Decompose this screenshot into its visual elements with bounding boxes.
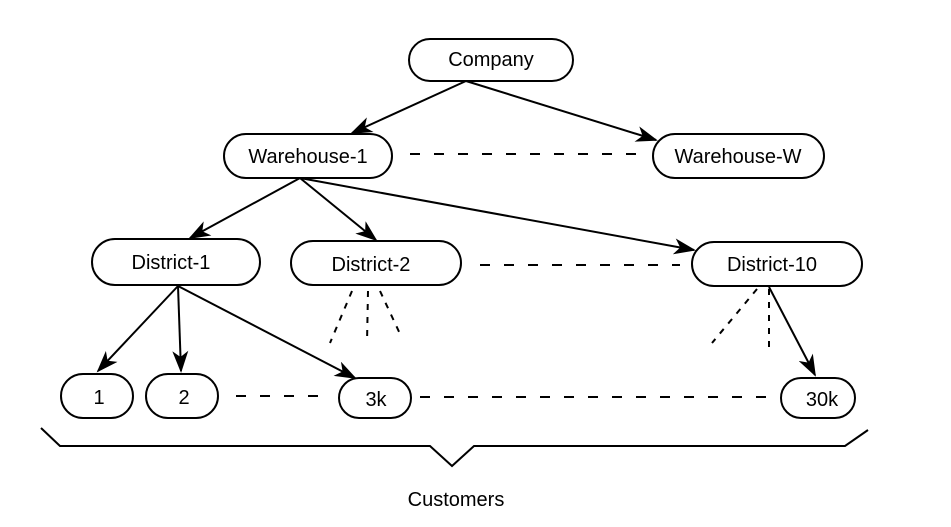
edge-warehouse-1-district-2: [299, 177, 378, 242]
node-customer-3k-label: 3k: [365, 389, 387, 411]
edge-company-warehouse-w: [465, 80, 658, 142]
node-company: Company: [408, 38, 574, 82]
edge-district-1-customer-1: [96, 285, 179, 373]
dash-district-2-left: [329, 290, 353, 344]
node-customer-1: 1: [60, 373, 134, 419]
dash-district-2-center: [366, 290, 369, 344]
edges: [96, 80, 816, 379]
dash-district-10-left: [711, 288, 758, 344]
customers-caption: Customers: [408, 489, 505, 511]
node-district-10: District-10: [691, 241, 863, 287]
dashed-connectors: [236, 153, 772, 398]
node-customer-2: 2: [145, 373, 219, 419]
node-district-10-label: District-10: [727, 254, 817, 276]
dash-district-2-right: [379, 290, 402, 337]
customers-brace: [40, 427, 869, 468]
node-warehouse-w: Warehouse-W: [652, 133, 825, 179]
edge-company-warehouse-1: [350, 80, 467, 134]
node-customer-30k: 30k: [780, 377, 856, 419]
edge-district-10-customer-30k: [768, 286, 816, 377]
node-warehouse-1: Warehouse-1: [223, 133, 393, 179]
node-district-2: District-2: [290, 240, 462, 286]
edge-district-1-customer-2: [172, 285, 189, 373]
edge-warehouse-1-district-10: [299, 177, 696, 255]
edge-district-1-customer-3k: [177, 285, 357, 379]
node-district-1: District-1: [91, 238, 261, 286]
node-warehouse-1-label: Warehouse-1: [248, 146, 367, 168]
node-customer-30k-label: 30k: [806, 389, 839, 411]
node-customer-3k: 3k: [338, 377, 412, 419]
node-warehouse-w-label: Warehouse-W: [674, 146, 801, 168]
node-customer-1-label: 1: [93, 387, 104, 409]
node-district-2-label: District-2: [332, 254, 411, 276]
node-customer-2-label: 2: [178, 387, 189, 409]
node-company-label: Company: [448, 49, 534, 71]
edge-warehouse-1-district-1: [188, 177, 301, 239]
node-district-1-label: District-1: [132, 252, 211, 274]
